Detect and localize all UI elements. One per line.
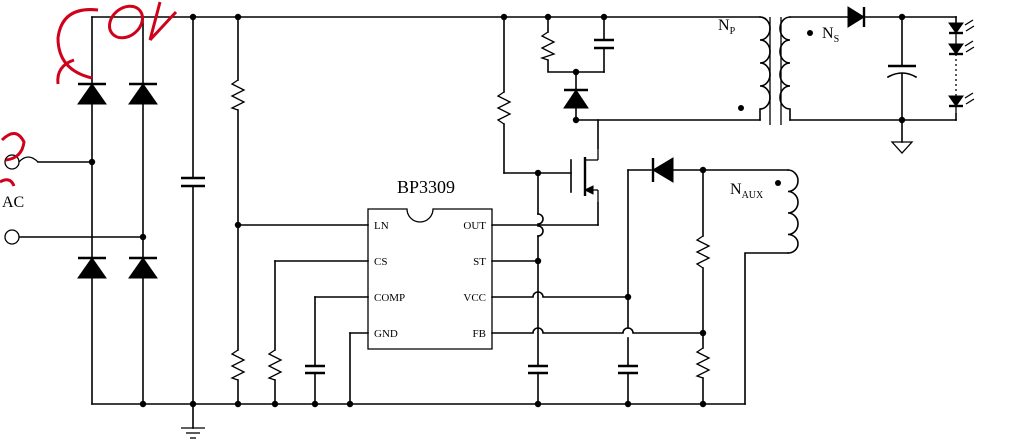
aux-winding: NAUX (730, 169, 799, 254)
startup-resistor (496, 91, 512, 125)
led-1 (948, 22, 964, 34)
pin-gnd: GND (374, 328, 398, 340)
led-3 (948, 95, 964, 107)
bridge-diode-3 (77, 257, 107, 279)
aux-diode (651, 157, 674, 183)
junction-dots (88, 13, 906, 408)
cs-resistor (267, 349, 283, 381)
fb-resistor-bottom (695, 347, 711, 379)
primary-ground-symbol (181, 427, 205, 439)
bridge-diode-1 (77, 83, 107, 105)
pin-fb: FB (473, 328, 486, 340)
np-label: NP (718, 17, 736, 37)
fuse (18, 156, 39, 163)
output-diode (847, 6, 866, 28)
ac-terminal-2 (4, 229, 20, 245)
ln-resistor-bottom (230, 349, 246, 381)
ac-input: AC (2, 154, 39, 245)
ln-resistor-top (230, 79, 246, 111)
ac-label: AC (2, 194, 24, 211)
naux-label: NAUX (730, 181, 764, 201)
capacitors (181, 38, 918, 375)
wiring (19, 16, 957, 429)
ns-label: NS (822, 25, 839, 45)
pin-st: ST (473, 256, 486, 268)
resistors (230, 31, 711, 381)
fb-resistor-top (695, 235, 711, 269)
snubber-diode (563, 88, 589, 109)
bridge-diode-4 (128, 257, 158, 279)
secondary-winding (779, 16, 791, 121)
pin-out: OUT (463, 220, 486, 232)
power-mosfet (583, 148, 599, 203)
bridge-rectifier (77, 82, 158, 279)
pin-comp: COMP (374, 292, 405, 304)
secondary-ground-symbol (890, 141, 914, 154)
bridge-diode-2 (128, 83, 158, 105)
pin-vcc: VCC (463, 292, 486, 304)
snubber-resistor (539, 31, 556, 61)
pin-cs: CS (374, 256, 387, 268)
transformer: NP NS (718, 16, 839, 125)
led-string (948, 19, 975, 114)
primary-winding (759, 16, 771, 121)
watermark-logo (0, 1, 178, 187)
chip-name: BP3309 (397, 177, 455, 197)
led-2 (948, 43, 964, 55)
pin-ln: LN (374, 220, 389, 232)
controller-ic: BP3309 LN CS COMP GND OUT ST VCC FB (367, 177, 493, 350)
